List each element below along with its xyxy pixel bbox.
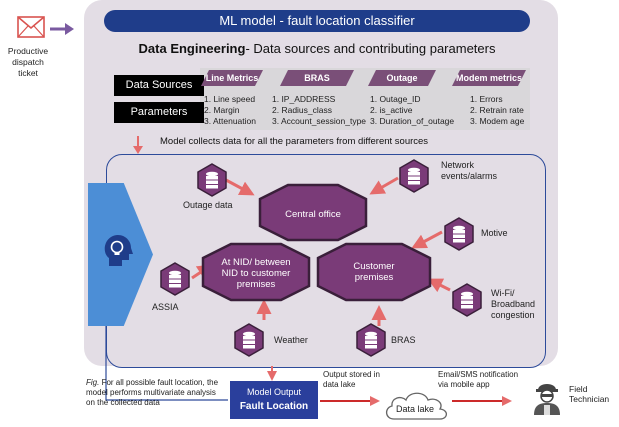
central-office-hex (258, 183, 368, 242)
cloud-icon (382, 388, 452, 427)
data-sources-label: Data Sources (114, 75, 204, 96)
envelope-icon (17, 16, 45, 43)
ticket-label: Productive dispatch ticket (7, 46, 49, 78)
source-arrows (191, 176, 451, 326)
database-icon (451, 283, 483, 322)
page-title: ML model - fault location classifier (104, 10, 530, 32)
figure-caption: Fig. For all possible fault location, th… (86, 378, 219, 407)
header-outage: Outage (368, 70, 436, 86)
nid-hex (201, 242, 311, 302)
database-icon (398, 159, 430, 198)
parameters-label: Parameters (114, 102, 204, 123)
ticket-arrow-icon (50, 22, 74, 40)
head-bulb-icon (101, 232, 133, 273)
database-icon (159, 262, 191, 301)
database-icon (355, 323, 387, 362)
model-output-box: Model Output Fault Location (230, 381, 318, 419)
database-icon (443, 217, 475, 256)
collect-text: Model collects data for all the paramete… (160, 136, 429, 147)
source-motive-label: Motive (481, 228, 508, 238)
technician-icon (530, 377, 564, 420)
database-icon (196, 163, 228, 202)
header-bras: BRAS (280, 70, 354, 86)
hex-shapes (201, 183, 432, 302)
database-icon (233, 323, 265, 362)
data-lake-label: Data lake (396, 404, 435, 414)
source-outage-label: Outage data (183, 200, 233, 210)
header-modem-metrics: Modem metrics (452, 70, 526, 86)
source-bras-label: BRAS (391, 335, 416, 345)
header-line-metrics: Line Metrics (201, 70, 263, 86)
data-engineering-title: Data Engineering- Data sources and contr… (138, 41, 496, 56)
customer-premises-hex (316, 242, 432, 302)
source-assia-label: ASSIA (152, 302, 179, 312)
source-weather-label: Weather (274, 335, 308, 345)
collect-arrow-icon (133, 136, 143, 159)
central-office-label: Central office (285, 209, 341, 220)
